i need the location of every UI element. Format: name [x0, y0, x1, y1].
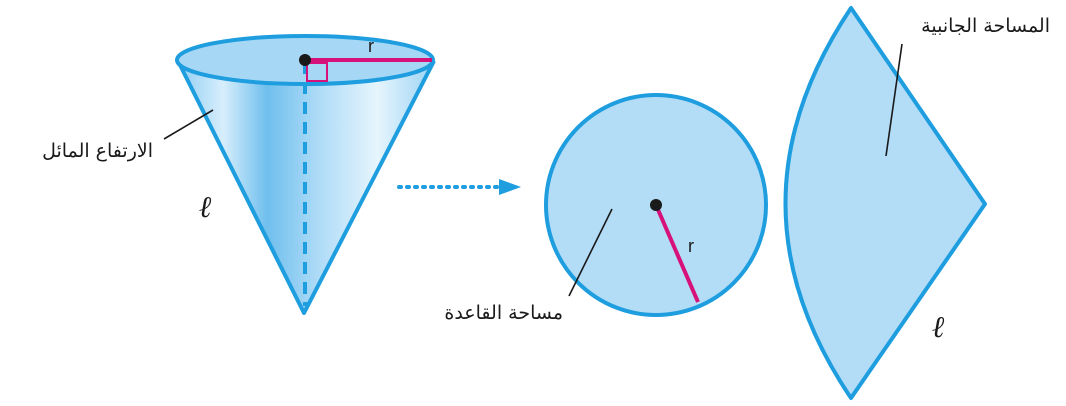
net-slant-letter: ℓ [932, 310, 945, 345]
lateral-area-label: المساحة الجانبية [921, 15, 1050, 37]
cone-side-edges [175, 58, 436, 315]
base-radius-label: r [688, 236, 694, 256]
cone: r [175, 34, 436, 315]
base-area-leader-line [568, 208, 613, 297]
base-radius-line [654, 204, 700, 303]
base-center-dot [650, 199, 662, 211]
cone-center-dot [299, 54, 311, 66]
base-circle-group: r [544, 93, 768, 317]
dotted-arrow [397, 179, 521, 195]
arrow-head-icon [499, 179, 521, 195]
lateral-surface-shape [783, 6, 987, 400]
lateral-area-leader-line [885, 43, 903, 157]
cone-radius-label: r [368, 36, 374, 56]
slant-height-leader-line [163, 109, 214, 140]
base-area-label: مساحة القاعدة [444, 302, 563, 324]
lateral-surface [783, 6, 987, 400]
slant-height-label: الارتفاع المائل [42, 140, 153, 162]
right-angle-marker [306, 62, 328, 82]
cone-slant-letter: ℓ [199, 190, 212, 225]
